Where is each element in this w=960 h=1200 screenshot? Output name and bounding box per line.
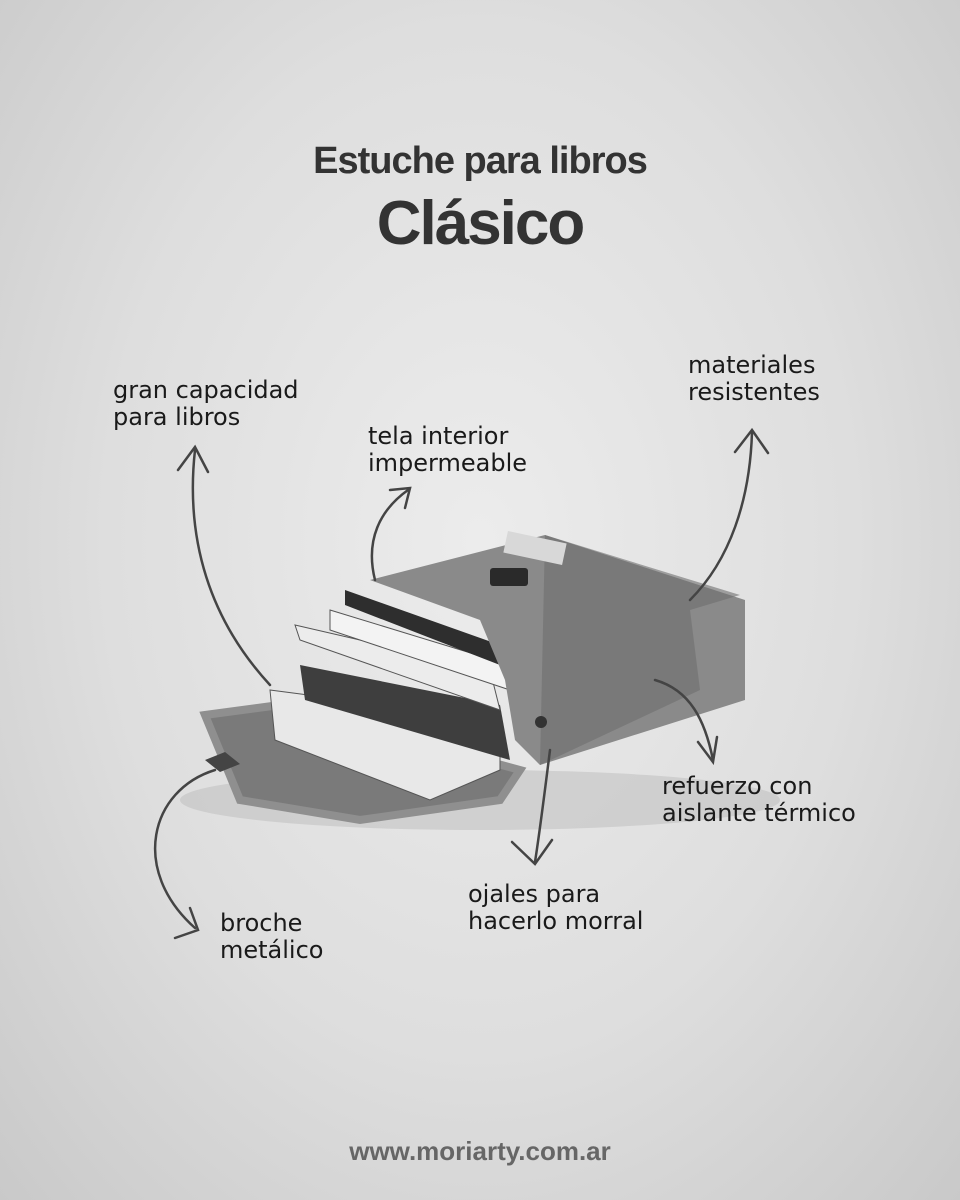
feature-label-capacity: gran capacidad para libros (113, 376, 299, 431)
arrows (153, 427, 770, 940)
arrow-lining (370, 488, 410, 582)
feature-label-materials: materiales resistentes (688, 351, 820, 406)
page-subtitle: Clásico (376, 189, 586, 258)
feature-label-reinforcement: refuerzo con aislante térmico (662, 772, 856, 827)
book-case-photo (180, 531, 780, 830)
arrow-capacity (191, 448, 272, 687)
feature-label-clasp: broche metálico (220, 909, 324, 964)
arrow-materials (688, 430, 754, 602)
page-title: Estuche para libros (313, 140, 648, 182)
arrow-eyelets (533, 748, 552, 864)
feature-label-eyelets: ojales para hacerlo morral (468, 880, 644, 935)
feature-label-lining: tela interior impermeable (368, 422, 528, 477)
arrow-clasp (153, 768, 217, 930)
arrow-reinforcement (653, 678, 715, 762)
website-link[interactable]: www.moriarty.com.ar (349, 1136, 611, 1166)
